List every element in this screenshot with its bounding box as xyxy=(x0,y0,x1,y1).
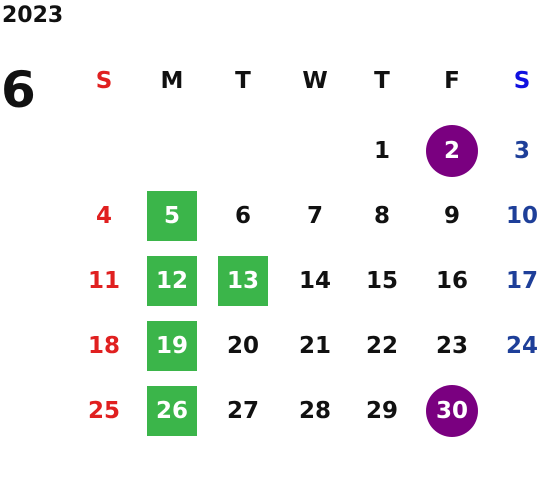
day-cell-10[interactable]: 10 xyxy=(505,202,538,229)
weekday-header-5: F xyxy=(444,67,460,94)
day-cell-16[interactable]: 16 xyxy=(435,267,468,294)
day-cell-2[interactable]: 2 xyxy=(426,125,478,177)
day-cell-27[interactable]: 27 xyxy=(226,397,259,424)
weekday-header-3: W xyxy=(302,67,328,94)
day-cell-25[interactable]: 25 xyxy=(87,397,120,424)
day-cell-4[interactable]: 4 xyxy=(95,202,112,229)
day-cell-3[interactable]: 3 xyxy=(513,137,530,164)
day-cell-5[interactable]: 5 xyxy=(147,191,197,241)
day-cell-23[interactable]: 23 xyxy=(435,332,468,359)
day-cell-26[interactable]: 26 xyxy=(147,386,197,436)
day-cell-11[interactable]: 11 xyxy=(87,267,120,294)
day-cell-28[interactable]: 28 xyxy=(298,397,331,424)
day-cell-7[interactable]: 7 xyxy=(306,202,323,229)
day-cell-1[interactable]: 1 xyxy=(373,137,390,164)
weekday-header-1: M xyxy=(160,67,184,94)
weekday-header-6: S xyxy=(513,67,531,94)
weekday-header-4: T xyxy=(374,67,390,94)
day-cell-22[interactable]: 22 xyxy=(365,332,398,359)
month-label: 6 xyxy=(1,61,36,119)
day-cell-18[interactable]: 18 xyxy=(87,332,120,359)
weekday-header-0: S xyxy=(95,67,113,94)
day-cell-20[interactable]: 20 xyxy=(226,332,259,359)
day-cell-24[interactable]: 24 xyxy=(505,332,538,359)
day-cell-13[interactable]: 13 xyxy=(218,256,268,306)
day-cell-19[interactable]: 19 xyxy=(147,321,197,371)
day-cell-21[interactable]: 21 xyxy=(298,332,331,359)
day-cell-29[interactable]: 29 xyxy=(365,397,398,424)
day-cell-30[interactable]: 30 xyxy=(426,385,478,437)
day-cell-15[interactable]: 15 xyxy=(365,267,398,294)
day-cell-6[interactable]: 6 xyxy=(234,202,251,229)
day-cell-8[interactable]: 8 xyxy=(373,202,390,229)
day-cell-9[interactable]: 9 xyxy=(443,202,460,229)
day-cell-17[interactable]: 17 xyxy=(505,267,538,294)
day-cell-14[interactable]: 14 xyxy=(298,267,331,294)
weekday-header-2: T xyxy=(235,67,251,94)
day-cell-12[interactable]: 12 xyxy=(147,256,197,306)
year-label: 2023 xyxy=(2,3,64,28)
